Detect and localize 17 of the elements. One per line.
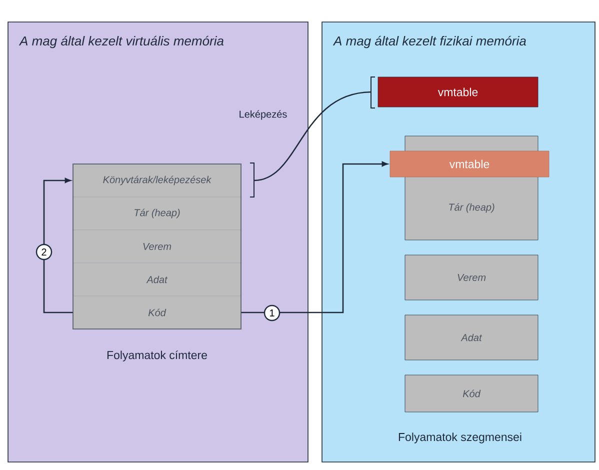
segment-box: Verem xyxy=(404,254,538,300)
segment-row: Könyvtárak/leképezések xyxy=(72,164,242,198)
callout-number: 1 xyxy=(264,304,280,322)
segment-box: Adat xyxy=(404,314,538,360)
connector xyxy=(43,178,73,314)
vmtable-bar: vmtable xyxy=(390,150,550,178)
vmtable-bar: vmtable xyxy=(378,76,538,108)
callout-number: 2 xyxy=(36,244,52,260)
caption: Folyamatok szegmensei xyxy=(398,432,522,444)
segment-row: Kód xyxy=(72,296,242,330)
segment-row: Tár (heap) xyxy=(72,196,242,230)
segment-row: Verem xyxy=(72,230,242,264)
node-label: Folyamatok címtere xyxy=(107,350,207,362)
segment-row: Adat xyxy=(72,262,242,296)
segment-box: Kód xyxy=(404,374,538,412)
connector xyxy=(241,161,388,314)
connector xyxy=(254,91,371,182)
